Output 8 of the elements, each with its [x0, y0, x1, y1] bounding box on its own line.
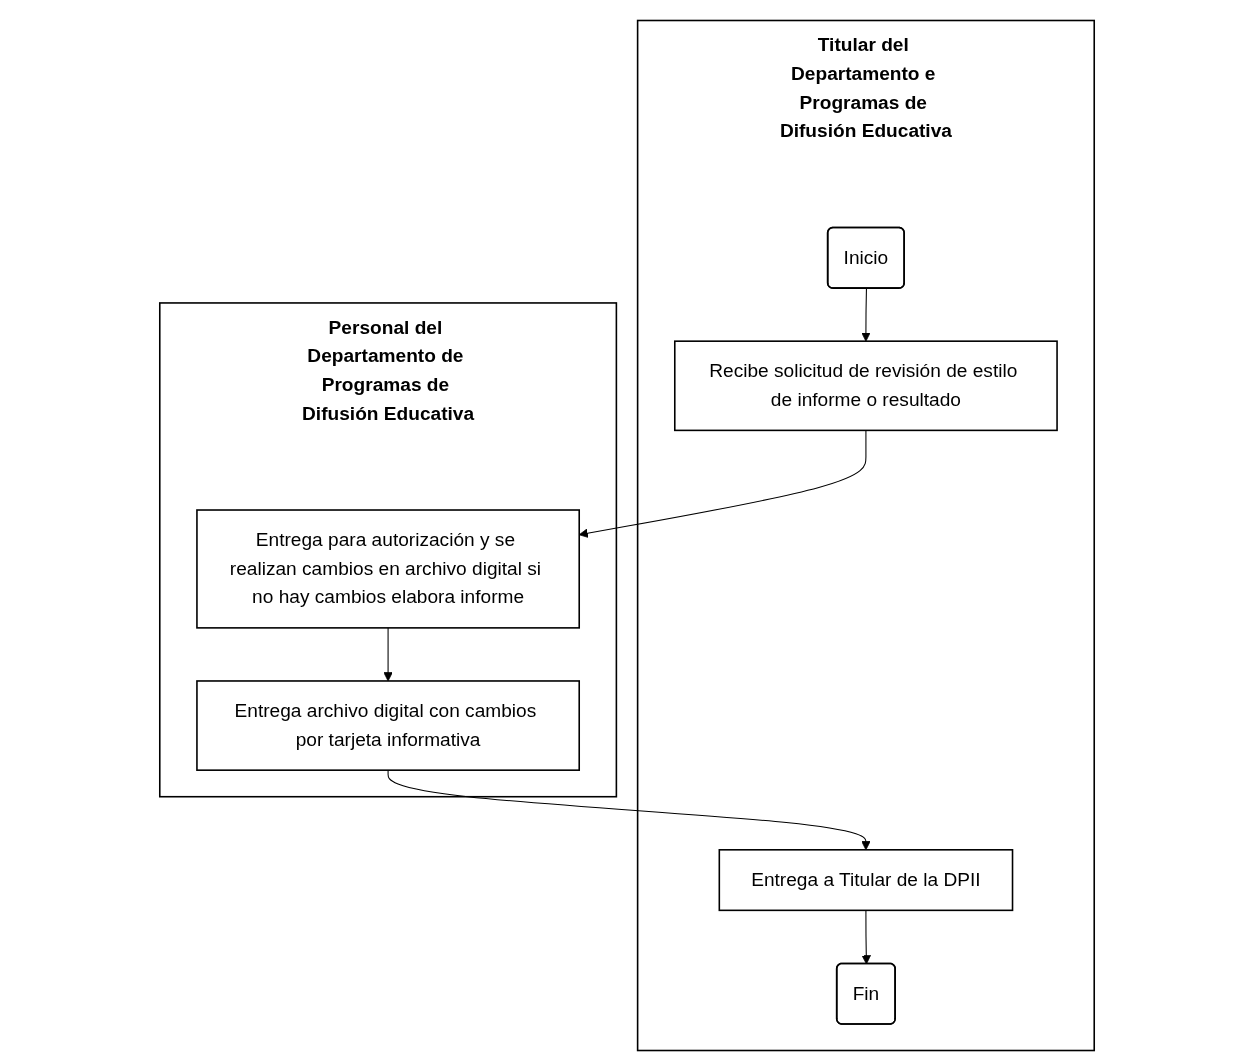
arrow [861, 288, 871, 342]
node-box: Entrega archivo digital con cambios por tarjeta informativa [196, 680, 580, 771]
node-box: Entrega a Titular de la DPII [718, 849, 1014, 912]
arrow [383, 627, 393, 682]
arrow [861, 909, 871, 965]
arrow [387, 769, 871, 851]
node-box: Recibe solicitud de revisión de estilo de informe o resultado [674, 340, 1058, 432]
node-box: Entrega para autorización y se realizan cambios en archivo digital si no hay cambios elabora informe [196, 509, 580, 629]
